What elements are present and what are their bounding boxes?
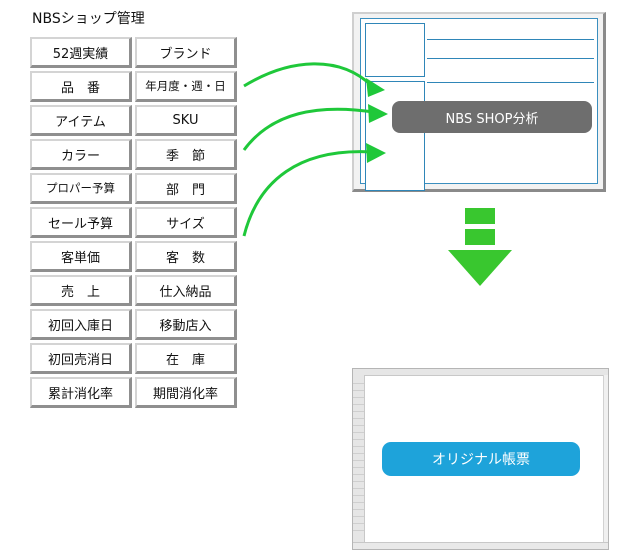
item-cell: プロパー予算 — [30, 173, 132, 204]
sheet-row-number — [353, 433, 364, 440]
arrow-3 — [242, 150, 373, 237]
sheet-row-number — [353, 440, 364, 447]
sheet-row-number — [353, 510, 364, 517]
item-cell: アイテム — [30, 105, 132, 136]
sheet-row-number — [353, 419, 364, 426]
item-cell: セール予算 — [30, 207, 132, 238]
item-cell: 売 上 — [30, 275, 132, 306]
pane-line-3 — [427, 82, 594, 83]
page-title: NBSショップ管理 — [32, 11, 145, 27]
sheet-row-number — [353, 454, 364, 461]
sheet-row-number — [353, 426, 364, 433]
item-cell: 仕入納品 — [135, 275, 237, 306]
sheet-row-number — [353, 524, 364, 531]
sheet-row-number — [353, 391, 364, 398]
arrow-3-head — [366, 143, 386, 163]
item-cell: カラー — [30, 139, 132, 170]
sheet-row-number — [353, 384, 364, 391]
item-cell: 累計消化率 — [30, 377, 132, 408]
item-cell: 初回入庫日 — [30, 309, 132, 340]
down-arrow — [448, 208, 512, 286]
item-cell: 季 節 — [135, 139, 237, 170]
sheet-row-number — [353, 447, 364, 454]
sheet-row-number — [353, 398, 364, 405]
arrow-1-head — [366, 78, 385, 97]
item-cell: 期間消化率 — [135, 377, 237, 408]
sheet-row-header — [353, 375, 365, 543]
sheet-row-number — [353, 461, 364, 468]
analysis-label: NBS SHOP分析 — [392, 101, 592, 133]
sheet-row-number — [353, 405, 364, 412]
sheet-row-number — [353, 489, 364, 496]
arrow-2-head — [368, 104, 388, 123]
pane-line-2 — [427, 58, 594, 59]
sheet-row-number — [353, 496, 364, 503]
sheet-scrollbar — [603, 375, 608, 543]
item-cell: 移動店入 — [135, 309, 237, 340]
item-cell: 客 数 — [135, 241, 237, 272]
arrow-2 — [242, 107, 375, 151]
item-cell: ブランド — [135, 37, 237, 68]
item-cell: 52週実績 — [30, 37, 132, 68]
item-cell: 部 門 — [135, 173, 237, 204]
sheet-row-number — [353, 377, 364, 384]
report-label: オリジナル帳票 — [382, 442, 580, 476]
sheet-row-number — [353, 412, 364, 419]
item-cell: 品 番 — [30, 71, 132, 102]
sheet-column-header — [353, 369, 608, 376]
sheet-row-number — [353, 503, 364, 510]
sheet-row-number — [353, 475, 364, 482]
sheet-row-number — [353, 468, 364, 475]
item-cell: SKU — [135, 105, 237, 136]
item-cell: 年月度・週・日 — [135, 71, 237, 102]
item-cell: 客単価 — [30, 241, 132, 272]
item-cell: 在 庫 — [135, 343, 237, 374]
arrow-1 — [243, 62, 374, 88]
sheet-row-number — [353, 517, 364, 524]
item-cell: サイズ — [135, 207, 237, 238]
item-cell: 初回売消日 — [30, 343, 132, 374]
left-tall-pane — [365, 81, 425, 191]
sheet-row-number — [353, 482, 364, 489]
pane-line-1 — [427, 39, 594, 40]
top-left-pane — [365, 23, 425, 77]
sheet-bottom-bar — [353, 542, 608, 549]
